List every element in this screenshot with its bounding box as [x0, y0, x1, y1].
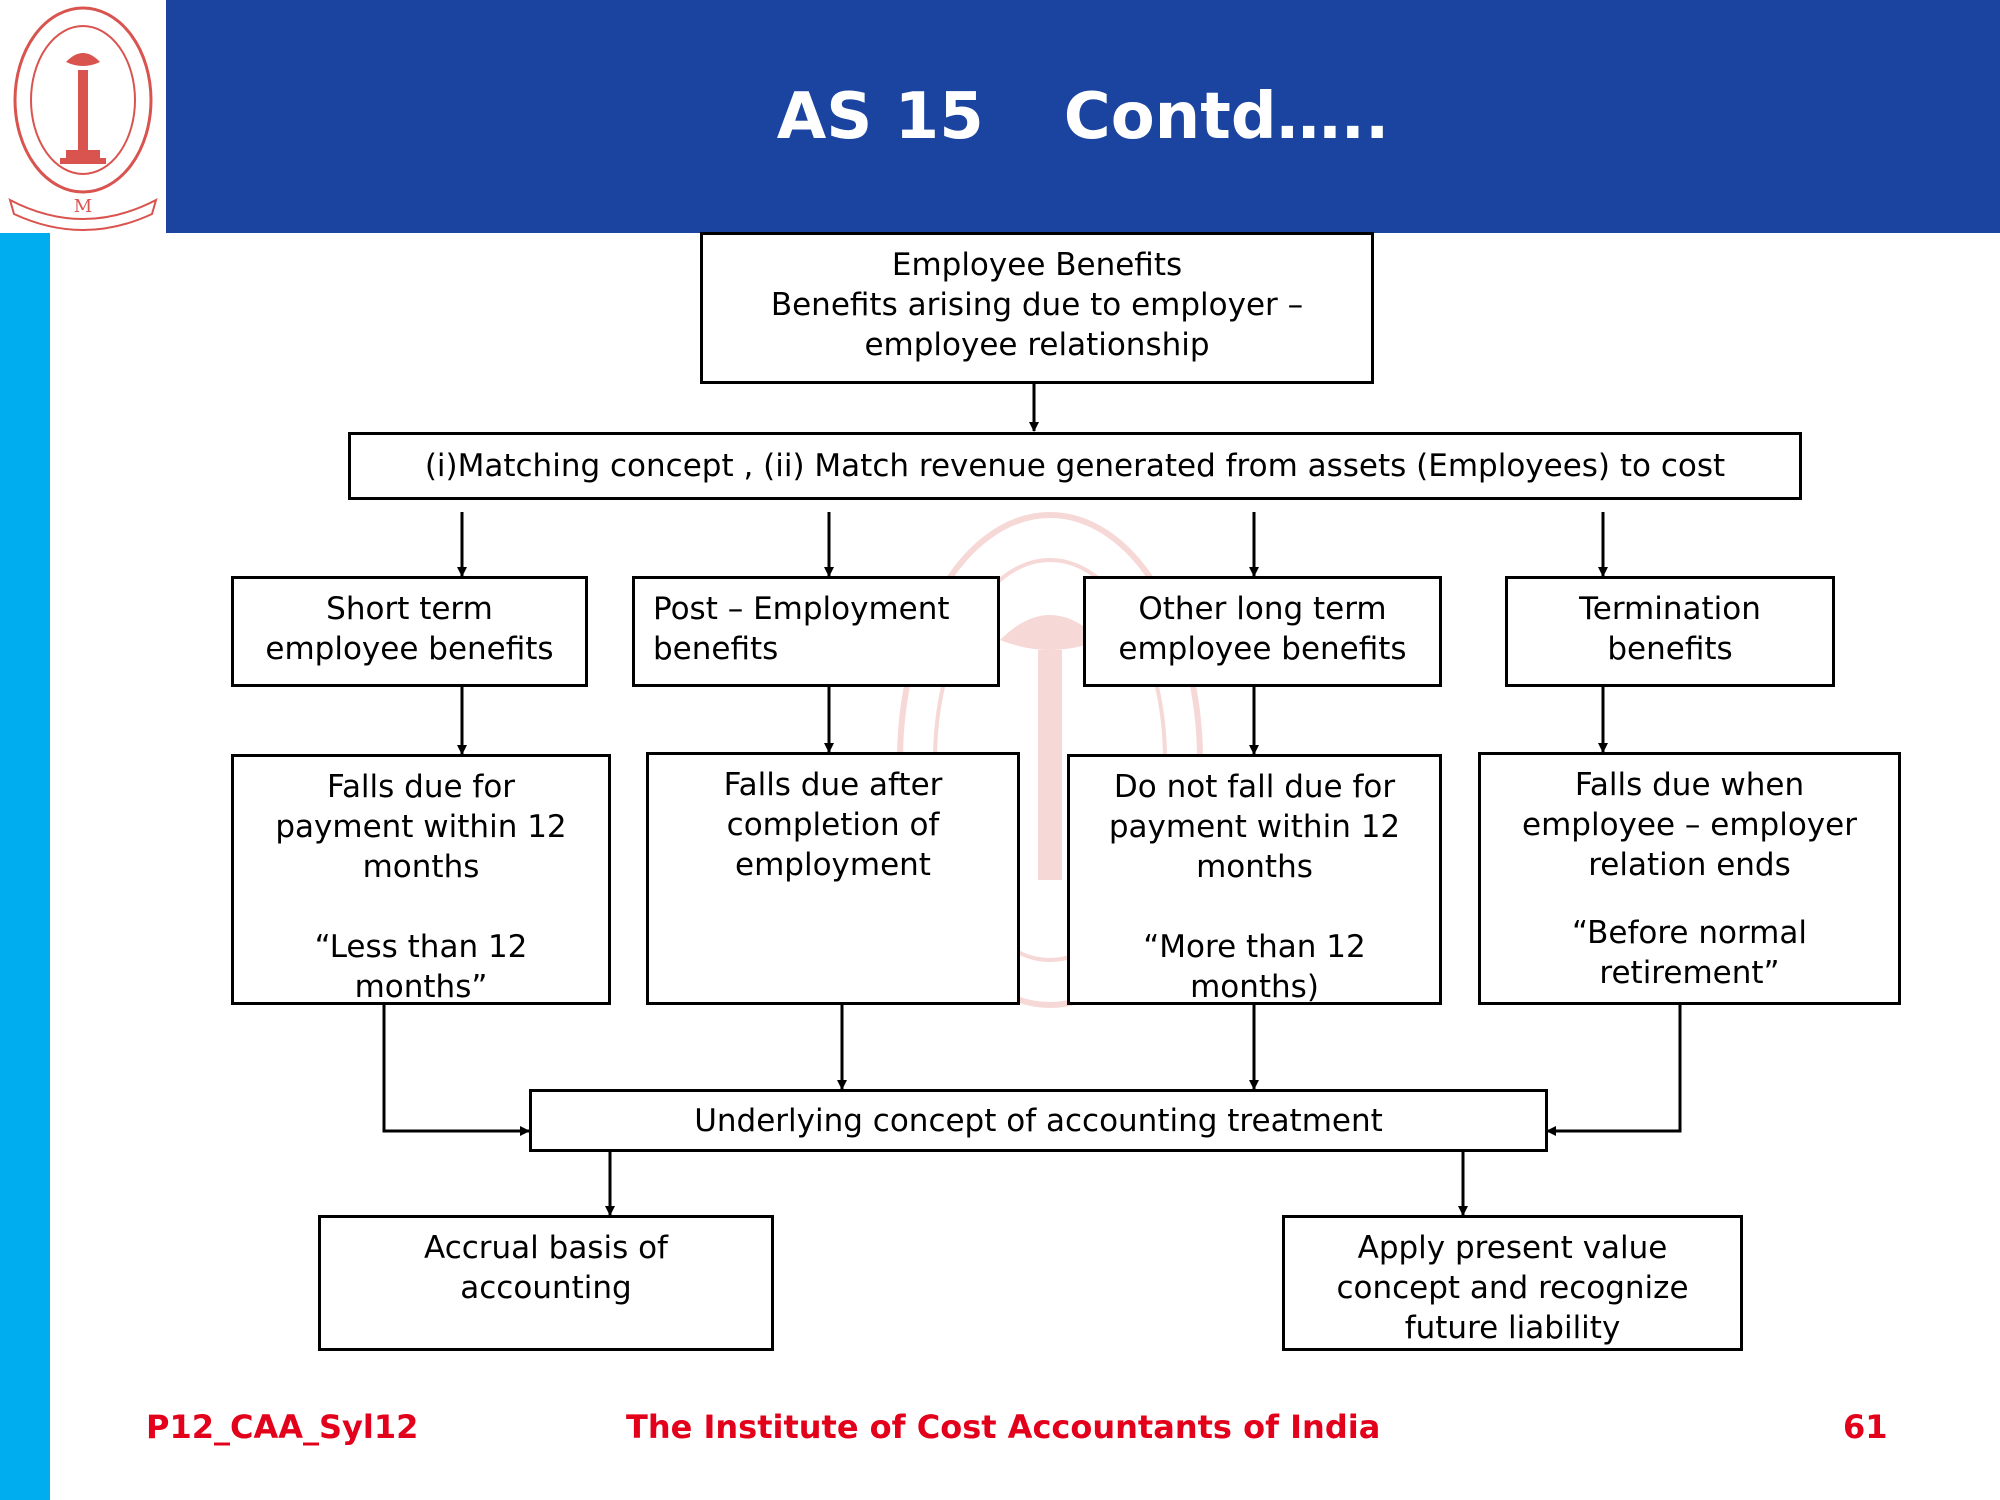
slide-header-band [166, 0, 2000, 233]
outcome-line: concept and recognize [1336, 1270, 1689, 1306]
detail-line: retirement” [1599, 955, 1780, 991]
detail-line: employment [735, 847, 931, 883]
detail-line: months) [1190, 969, 1319, 1005]
category-line: Other long term [1138, 591, 1387, 627]
detail-line: payment within 12 [1108, 809, 1401, 845]
detail-line: “More than 12 [1143, 929, 1366, 965]
detail-line: months [1196, 849, 1313, 885]
category-line: benefits [1607, 631, 1733, 667]
outcome-line: Apply present value [1357, 1230, 1668, 1266]
detail-box-termination: Falls due when employee – employer relat… [1478, 752, 1901, 1005]
root-box-employee-benefits: Employee Benefits Benefits arising due t… [700, 232, 1374, 384]
category-line: employee benefits [1118, 631, 1407, 667]
outcome-line: future liability [1404, 1310, 1621, 1346]
detail-line: relation ends [1588, 847, 1791, 883]
footer-page-number: 61 [1843, 1408, 1888, 1446]
title-left: AS 15 [776, 79, 984, 154]
detail-line: “Before normal [1572, 915, 1807, 951]
svg-text:M: M [74, 196, 92, 217]
category-box-termination: Termination benefits [1505, 576, 1835, 687]
treatment-box: Underlying concept of accounting treatme… [529, 1089, 1548, 1152]
institute-seal-icon: M [8, 6, 158, 231]
detail-spacer [234, 887, 608, 927]
detail-line: payment within 12 [275, 809, 567, 845]
left-accent-bar [0, 233, 50, 1500]
category-line: employee benefits [265, 631, 554, 667]
detail-line: completion of [726, 807, 940, 843]
institute-logo: M [0, 0, 166, 233]
outcome-line: Accrual basis of [424, 1230, 668, 1266]
outcome-line: accounting [460, 1270, 632, 1306]
concept-text: (i)Matching concept , (ii) Match revenue… [424, 448, 1726, 484]
outcome-box-present-value: Apply present value concept and recogniz… [1282, 1215, 1743, 1351]
detail-line: Falls due when [1574, 767, 1805, 803]
category-box-short-term: Short term employee benefits [231, 576, 588, 687]
category-line: benefits [653, 631, 779, 667]
arrow-detail4-to-treatment [1546, 1004, 1682, 1136]
detail-line: Falls due after [723, 767, 943, 803]
detail-box-post-employment: Falls due after completion of employment [646, 752, 1020, 1005]
detail-line: employee – employer [1522, 807, 1857, 843]
category-box-post-employment: Post – Employment benefits [632, 576, 1000, 687]
detail-box-short-term: Falls due for payment within 12 months “… [231, 754, 611, 1005]
detail-line: months [362, 849, 480, 885]
concept-box-matching: (i)Matching concept , (ii) Match revenue… [348, 432, 1802, 500]
arrow-detail1-to-treatment [382, 1004, 530, 1136]
detail-line: Do not fall due for [1113, 769, 1396, 805]
category-line: Post – Employment [653, 591, 950, 627]
detail-line: Falls due for [326, 769, 516, 805]
title-right: Contd….. [1063, 79, 1390, 154]
detail-box-other-long-term: Do not fall due for payment within 12 mo… [1067, 754, 1442, 1005]
outcome-box-accrual: Accrual basis of accounting [318, 1215, 774, 1351]
root-line-2: Benefits arising due to employer – [770, 287, 1304, 323]
detail-spacer [1070, 887, 1439, 927]
category-box-other-long-term: Other long term employee benefits [1083, 576, 1442, 687]
footer-code: P12_CAA_Syl12 [146, 1408, 419, 1446]
footer-institute: The Institute of Cost Accountants of Ind… [626, 1408, 1381, 1446]
detail-line: months” [354, 969, 488, 1005]
category-line: Short term [326, 591, 493, 627]
root-line-3: employee relationship [864, 327, 1210, 363]
root-line-1: Employee Benefits [891, 247, 1183, 283]
detail-line: “Less than 12 [314, 929, 528, 965]
category-line: Termination [1579, 591, 1761, 627]
treatment-text: Underlying concept of accounting treatme… [694, 1102, 1383, 1139]
slide-title: AS 15 Contd….. [166, 0, 2000, 233]
